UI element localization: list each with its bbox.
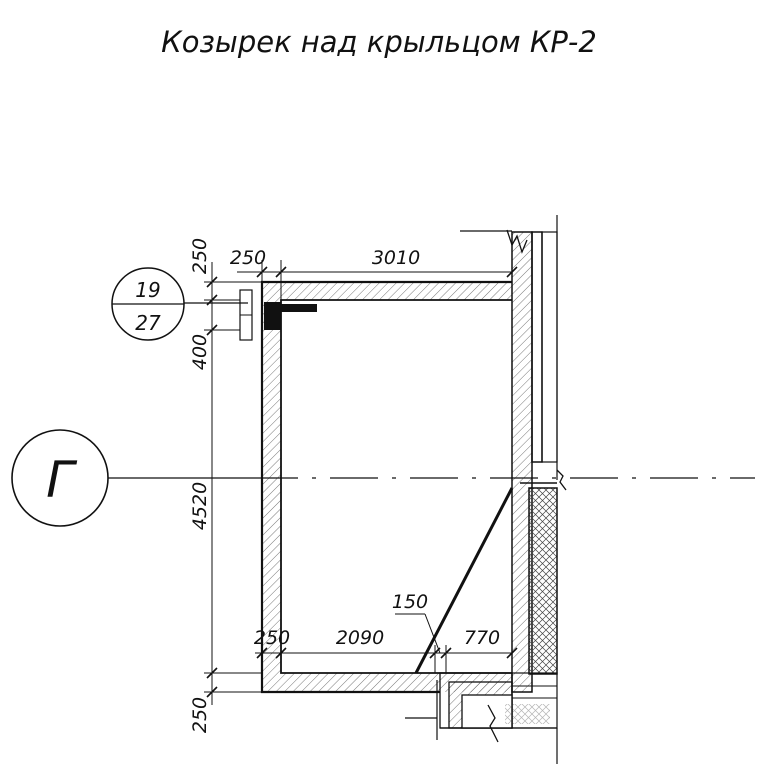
dimension-left: 250 400 4520 250 [189, 238, 262, 733]
axis-label: Г [46, 451, 78, 509]
porch-steps [405, 672, 558, 764]
drawing-title: Козырек над крыльцом КР-2 [161, 25, 597, 59]
callout-bottom: 27 [135, 311, 161, 335]
building-wall [460, 215, 567, 693]
dim-left-250-top: 250 [189, 238, 211, 274]
leader-150: 150 [392, 591, 441, 654]
dim-bottom-770: 770 [464, 627, 500, 649]
diagonal-brace [414, 487, 514, 674]
dim-leader-150: 150 [392, 591, 428, 613]
dim-left-250-bottom: 250 [189, 697, 211, 733]
callout-top: 19 [135, 278, 160, 302]
dim-left-400: 400 [189, 334, 211, 370]
dimension-bottom: 250 2090 770 [254, 627, 518, 673]
dim-top-3010: 3010 [372, 247, 420, 269]
canopy-slab [260, 280, 512, 694]
axis-g: Г [11, 429, 755, 527]
axis-bubble [11, 429, 109, 527]
dim-bottom-250: 250 [254, 627, 290, 649]
section-callout: 19 27 [111, 267, 248, 341]
dim-top-250: 250 [230, 247, 266, 269]
dimension-top: 250 3010 [230, 247, 518, 300]
dim-bottom-2090: 2090 [336, 627, 384, 649]
anchor-plate [239, 289, 317, 341]
dim-left-4520: 4520 [189, 482, 211, 530]
